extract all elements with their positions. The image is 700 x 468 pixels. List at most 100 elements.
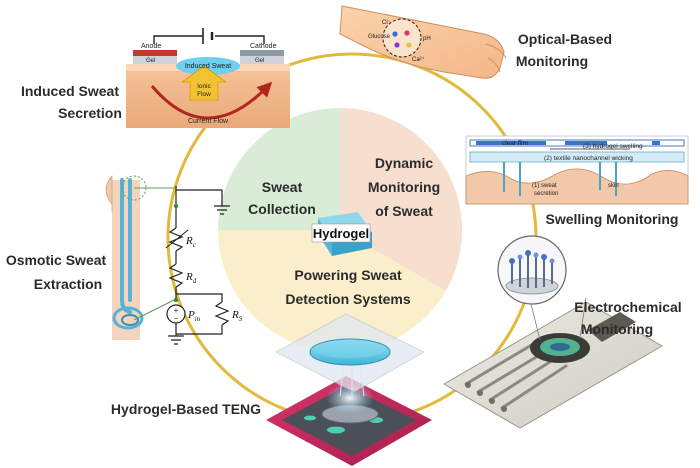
optical-module: Cl⁻ Glucose pH Ca²⁺ Optical-Based Monito… [339, 5, 612, 79]
swelling-label: Swelling Monitoring [546, 211, 679, 227]
nanopillars [511, 254, 553, 288]
hydrogel-label-box [311, 223, 371, 243]
hand-fingers [485, 43, 507, 73]
analyte-ca: Ca²⁺ [412, 56, 425, 63]
nanostructure-zoom [497, 235, 567, 305]
osmotic-label-line2: Extraction [34, 276, 102, 292]
contact-pad-2 [477, 390, 483, 396]
hydrogel-swelling-label: (3) hydrogel swelling [583, 143, 643, 150]
circuit-link-bottom [133, 299, 175, 321]
center-label-collection-0: Sweat [262, 179, 303, 195]
textile-layer [469, 151, 685, 163]
center-sector-powering [217, 230, 446, 353]
nanopillar-tip-4 [517, 254, 523, 260]
sensor-dot-blue [392, 31, 398, 37]
forearm [339, 5, 505, 79]
sensor-dot-pink [404, 30, 410, 36]
hydrogel-bar-right [652, 141, 660, 145]
induced-sweat-module: Induced Sweat Secretion Anode Cathode Ge… [21, 28, 290, 128]
center-label-powering-0: Powering Sweat [294, 267, 402, 283]
electrochemical-label-line2: Monitoring [581, 321, 653, 337]
contact-pad-1 [465, 382, 471, 388]
center-sector-collection [218, 108, 340, 230]
nanopillar-tip-5 [533, 252, 539, 258]
anode-electrode [133, 50, 177, 56]
analyte-glucose: Glucose [368, 34, 391, 40]
optical-sensor-patch [382, 18, 422, 58]
zoom-base [505, 277, 559, 295]
hydrogel-bar-mid [565, 141, 607, 145]
equivalent-circuit: + − Rc Rd RS Pin [133, 186, 243, 345]
working-electrode [550, 343, 570, 351]
battery-wire [153, 35, 265, 44]
gel-right-label: Gel [255, 58, 264, 64]
pin-label: Pin [187, 309, 201, 323]
current-flow-label: Current Flow [188, 118, 229, 125]
variable-arrow-rc [165, 229, 189, 249]
teng-discharge-glow [326, 382, 374, 414]
ground-symbol-bottom [168, 335, 184, 345]
node-top [173, 203, 179, 209]
wire-rs-top [176, 293, 223, 302]
epidermis-fold [105, 175, 113, 212]
analyte-cl: Cl⁻ [382, 20, 391, 26]
electrochemical-label-line1: Electrochemical [574, 299, 681, 315]
cathode-electrode [240, 50, 284, 56]
current-flow-arrow [150, 81, 273, 120]
induced-label-line1: Induced Sweat [21, 83, 119, 99]
osmotic-module: Osmotic Sweat Extraction + − [6, 175, 243, 345]
contact-pad-3 [489, 398, 495, 404]
electrochemical-illustration [443, 297, 663, 429]
sensor-dot-yellow [406, 42, 412, 48]
dermis-strip [112, 180, 140, 340]
rc-label: Rc [185, 235, 197, 249]
optical-label-line2: Monitoring [516, 53, 588, 69]
source-plus: + [174, 306, 179, 315]
analyte-ph: pH [423, 36, 431, 42]
sweat-gland-coil-inner [121, 314, 139, 326]
teng-hydrogel-highlight [314, 340, 386, 358]
nanopillar-tip-2 [525, 250, 531, 256]
skin-label: skin [608, 183, 619, 189]
ionic-flow-label-2: Flow [197, 91, 211, 98]
arm-illustration: Cl⁻ Glucose pH Ca²⁺ [339, 5, 507, 79]
gel-right [240, 56, 284, 64]
electrode-traces [464, 338, 568, 410]
gel-left-label: Gel [146, 58, 155, 64]
hydrogel-label: Hydrogel [313, 226, 369, 241]
teng-module: Hydrogel-Based TENG [111, 313, 432, 466]
ionic-flow-arrow [180, 65, 228, 101]
anode-label: Anode [141, 43, 161, 50]
center-label-dynamic-1: Monitoring [368, 179, 440, 195]
contact-pad-4 [501, 406, 507, 412]
induced-sweat-droplet [176, 57, 240, 75]
source-minus: − [174, 314, 179, 323]
wire-rs-bottom [176, 325, 223, 335]
swelling-module: clear film (3) hydrogel swelling (2) tex… [465, 135, 689, 227]
hydrogel-bar-left [476, 141, 546, 145]
secretion-label-1: (1) sweat [532, 183, 557, 189]
center-label-dynamic-0: Dynamic [375, 155, 434, 171]
hydrogel-core: Hydrogel [311, 212, 372, 256]
nanopillar-tip-3 [541, 254, 547, 260]
sweat-gland-coil [112, 306, 144, 330]
teng-droplet-1 [327, 426, 345, 434]
induced-label-line2: Secretion [58, 105, 122, 121]
electrochemical-module: Electrochemical Monitoring [443, 235, 682, 429]
ground-symbol-top [214, 205, 230, 215]
resistor-rd [168, 263, 184, 288]
rd-label: Rd [185, 271, 197, 285]
osmotic-label-line1: Osmotic Sweat [6, 252, 107, 268]
skin-layer [465, 168, 689, 205]
induced-sweat-label: Induced Sweat [185, 63, 231, 70]
center-label-powering-1: Detection Systems [285, 291, 410, 307]
zoom-line-left [529, 299, 541, 341]
teng-droplet-3 [304, 415, 316, 421]
teng-label: Hydrogel-Based TENG [111, 401, 261, 417]
teng-illustration [266, 313, 432, 466]
optical-label-line1: Optical-Based [518, 31, 612, 47]
secretion-label-2: secretion [534, 191, 558, 197]
sweat-ducts [503, 162, 617, 196]
